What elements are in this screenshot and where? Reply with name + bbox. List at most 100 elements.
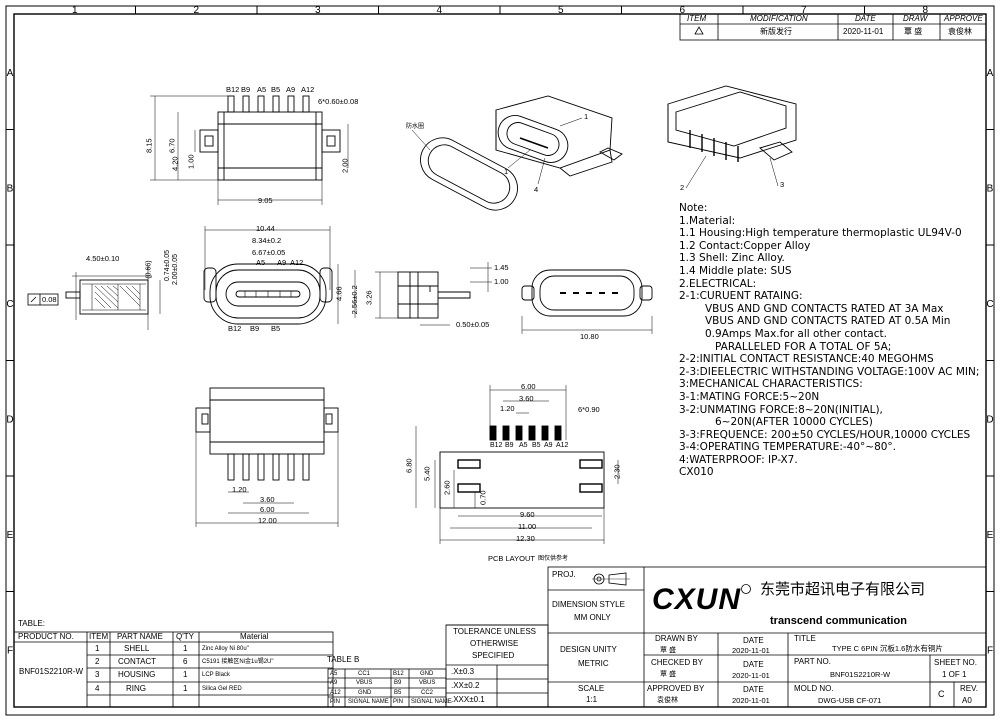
frame-column-label: 1 [72,5,78,16]
side-dim: 1.00 [494,277,509,286]
front-pin-label: B5 [271,324,281,333]
front-dim: 8.34±0.2 [252,236,282,245]
pcb-dim: 1.20 [500,404,515,413]
note-line: CX010 [679,466,714,479]
design-unity-label: DESIGN UNITY [560,645,617,654]
note-line: 3:MECHANICAL CHARACTERISTICS: [679,378,863,391]
bottom-dim: 6.00 [260,505,275,514]
pcb-pin: A9 [544,442,553,449]
bottom-dim: 12.00 [258,516,277,525]
top-dim: 6.70 [167,138,177,154]
pcb-dim: 6.00 [521,382,536,391]
ring-label: 防水圈 [406,124,425,130]
pcb-dim: 3.60 [519,394,534,403]
company-name-en: transcend communication [770,615,907,627]
side-dim: 1.45 [494,263,509,272]
approved-by-label: APPROVED BY [647,684,705,693]
frame-row-label-left: D [6,414,13,425]
table-b-cell: VBUS [356,680,373,686]
frame-row-label-left: B [7,183,14,194]
size-value: C [938,689,945,699]
bom-header-item: ITEM [89,632,109,641]
company-name-cn: 东莞市超讯电子有限公司 [760,581,926,598]
note-line: 2-2:INITIAL CONTACT RESISTANCE:40 MEGOHM… [679,353,934,366]
iso-callout: 1 [584,112,589,121]
note-line: 0.9Amps Max.for all other contact. [705,327,887,340]
pcb-dim: 6*0.90 [578,405,600,414]
rear-dim: 10.80 [580,332,599,341]
note-line: 1.2 Contact:Copper Alloy [679,239,811,252]
scale-label: SCALE [578,684,605,693]
bom-row-name: RING [126,684,146,693]
section-dim: 2.00±0.05 [172,253,180,286]
table-b-cell: B5 [394,690,402,696]
drawing-title: TYPE C 6PIN 沉板1.6防水有铜片 [832,644,943,653]
rev-header-draw: DRAW [903,14,928,23]
frame-row-label-right: A [987,68,994,79]
frame-row-label-right: D [986,414,993,425]
note-line: 1.1 Housing:High temperature thermoplast… [679,227,962,240]
table-b-cell: A9 [330,680,338,686]
front-dim: 10.44 [256,224,275,233]
note-line: VBUS AND GND CONTACTS RATED AT 0.5A Min [705,315,951,328]
pcb-pin: A12 [556,442,569,449]
bom-row-name: SHELL [124,644,150,653]
bom-header-product: PRODUCT NO. [18,632,74,641]
table-b-cell: PIN [393,699,404,705]
frame-column-label: 2 [193,5,199,16]
bom-row-material: Silica Gel RED [202,686,242,692]
rev-header-item: ITEM [687,14,707,23]
rev-header-approve: APPROVE [944,14,983,23]
bom-row-name: HOUSING [118,670,156,679]
bom-row-material: Zinc Alloy Ni 80u" [202,646,249,652]
pcb-dim: 12.30 [516,534,535,543]
rev-approve: 袁俊林 [948,27,972,36]
table-b-cell: PIN [330,699,341,705]
rev-date: 2020-11-01 [843,27,884,36]
top-dim: 8.15 [144,138,154,154]
note-line: 6~20N(AFTER 10000 CYCLES) [715,416,873,429]
iso-callout: 1 [504,167,509,176]
drawn-by-label: DRAWN BY [655,634,698,643]
table-b-cell: A12 [330,690,341,696]
tolerance-line: SPECIFIED [472,651,515,660]
bottom-dim: 1.20 [232,485,247,494]
drawn-date: 2020-11-01 [732,646,770,655]
frame-row-label-left: A [7,68,14,79]
bom-row-item: 3 [95,670,100,679]
top-view [150,95,349,205]
bom-table-label: TABLE: [18,619,45,628]
front-dim: 6.67±0.05 [252,248,286,257]
top-dim: 4.20 [170,156,180,172]
frame-row-label-left: F [7,645,13,656]
side-section-view [27,266,161,330]
frame-column-label: 4 [436,5,442,16]
dimension-style-label: DIMENSION STYLE [552,600,625,609]
table-b-cell: VBUS [419,680,436,686]
pcb-dim: 2.60 [442,480,452,496]
title-block [445,566,987,708]
table-b-cell: A5 [330,671,338,677]
front-pin-label: A12 [290,258,304,267]
bom-row-item: 1 [95,644,100,653]
table-b-cell: B9 [394,680,402,686]
checked-date: 2020-11-01 [732,671,770,680]
mold-label: MOLD NO. [794,684,834,693]
pcb-layout-view [415,385,619,544]
frame-column-label: 8 [922,5,928,16]
pcb-dim: 2.30 [612,464,622,480]
date-label: DATE [743,636,764,645]
side-dim: 0.50±0.05 [456,320,490,329]
frame-row-label-left: C [6,299,13,310]
bom-header-part: PART NAME [117,632,163,641]
pcb-dim: 5.40 [422,466,432,482]
tolerance-value: .X±0.3 [451,667,475,676]
sheet-value: 1 OF 1 [942,670,967,679]
front-dim: 2.56±0.2 [349,285,359,315]
rev-header-date: DATE [855,14,876,23]
bom-row-item: 4 [95,684,100,693]
bom-table [13,631,334,708]
note-line: 1.Material: [679,214,736,227]
approved-by-name: 袁俊林 [657,697,678,704]
